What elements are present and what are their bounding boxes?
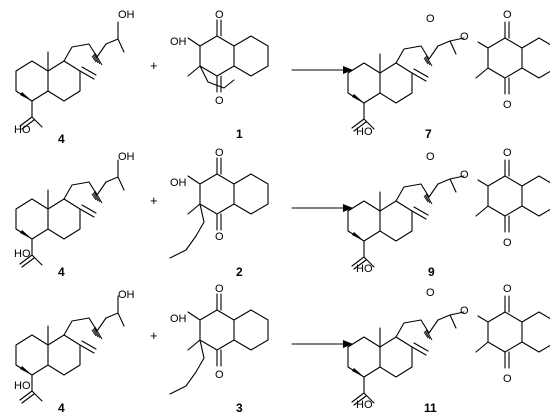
hydroxyl-oh-label: OH bbox=[170, 313, 187, 325]
compound-2-isopentyl-chain bbox=[169, 203, 205, 259]
compound-4-structure bbox=[15, 159, 125, 268]
ester-o-label: O bbox=[426, 287, 435, 299]
compound-11-structure bbox=[347, 295, 550, 406]
ester-o-label: O bbox=[460, 31, 469, 43]
compound-2-structure bbox=[187, 157, 269, 231]
compound-4-structure bbox=[15, 295, 125, 404]
compound-7-structure bbox=[347, 21, 550, 132]
hydroxyl-oh-label: OH bbox=[118, 9, 135, 21]
carbonyl-o-label: O bbox=[503, 147, 512, 159]
carbonyl-o-label: O bbox=[215, 369, 224, 381]
carbonyl-o-label: O bbox=[215, 147, 224, 159]
reaction-row-2: HO OH 4 + OH O O 2 HO O O O O 9 bbox=[14, 147, 550, 279]
carbonyl-o-label: O bbox=[215, 283, 224, 295]
compound-4-structure bbox=[15, 21, 125, 130]
plus-sign: + bbox=[150, 58, 158, 73]
compound-label-left: 4 bbox=[58, 265, 65, 279]
hydroxyl-ho-label: HO bbox=[14, 380, 31, 392]
compound-label-right: 2 bbox=[236, 265, 243, 279]
compound-label-product: 11 bbox=[424, 401, 437, 415]
hydroxyl-ho-label: HO bbox=[14, 248, 31, 260]
carbonyl-o-label: O bbox=[503, 373, 512, 385]
reaction-row-3: HO OH 4 + OH O O 3 HO O O O O 11 bbox=[14, 283, 550, 415]
carbonyl-o-label: O bbox=[215, 95, 224, 107]
carbonyl-o-label: O bbox=[503, 237, 512, 249]
carbonyl-o-label: O bbox=[215, 9, 224, 21]
compound-3-structure bbox=[187, 293, 269, 367]
compound-3-isopentyl-chain bbox=[169, 339, 205, 395]
compound-label-left: 4 bbox=[58, 401, 65, 415]
plus-sign: + bbox=[150, 328, 158, 343]
compound-label-product: 7 bbox=[425, 127, 432, 141]
hydroxyl-oh-label: OH bbox=[170, 36, 187, 48]
hydroxyl-ho-label: HO bbox=[14, 124, 31, 136]
compound-9-structure bbox=[347, 159, 550, 270]
ester-o-label: O bbox=[426, 151, 435, 163]
hydroxyl-ho-label: HO bbox=[356, 263, 373, 275]
carbonyl-o-label: O bbox=[503, 9, 512, 21]
ester-o-label: O bbox=[460, 305, 469, 317]
hydroxyl-oh-label: OH bbox=[170, 177, 187, 189]
reaction-row-1: HO OH 4 + OH O O 1 HO O O O O 7 bbox=[14, 9, 550, 146]
ester-o-label: O bbox=[426, 13, 435, 25]
carbonyl-o-label: O bbox=[503, 283, 512, 295]
compound-1-prenyl-chain bbox=[199, 65, 235, 89]
ester-o-label: O bbox=[460, 169, 469, 181]
compound-1-structure bbox=[187, 19, 269, 93]
compound-label-right: 1 bbox=[236, 127, 243, 141]
carbonyl-o-label: O bbox=[215, 231, 224, 243]
compound-label-right: 3 bbox=[236, 401, 243, 415]
carbonyl-o-label: O bbox=[503, 99, 512, 111]
hydroxyl-oh-label: OH bbox=[118, 151, 135, 163]
compound-label-product: 9 bbox=[428, 265, 435, 279]
plus-sign: + bbox=[150, 193, 158, 208]
hydroxyl-ho-label: HO bbox=[356, 399, 373, 411]
hydroxyl-oh-label: OH bbox=[118, 289, 135, 301]
compound-label-left: 4 bbox=[58, 132, 65, 146]
hydroxyl-ho-label: HO bbox=[356, 126, 373, 138]
